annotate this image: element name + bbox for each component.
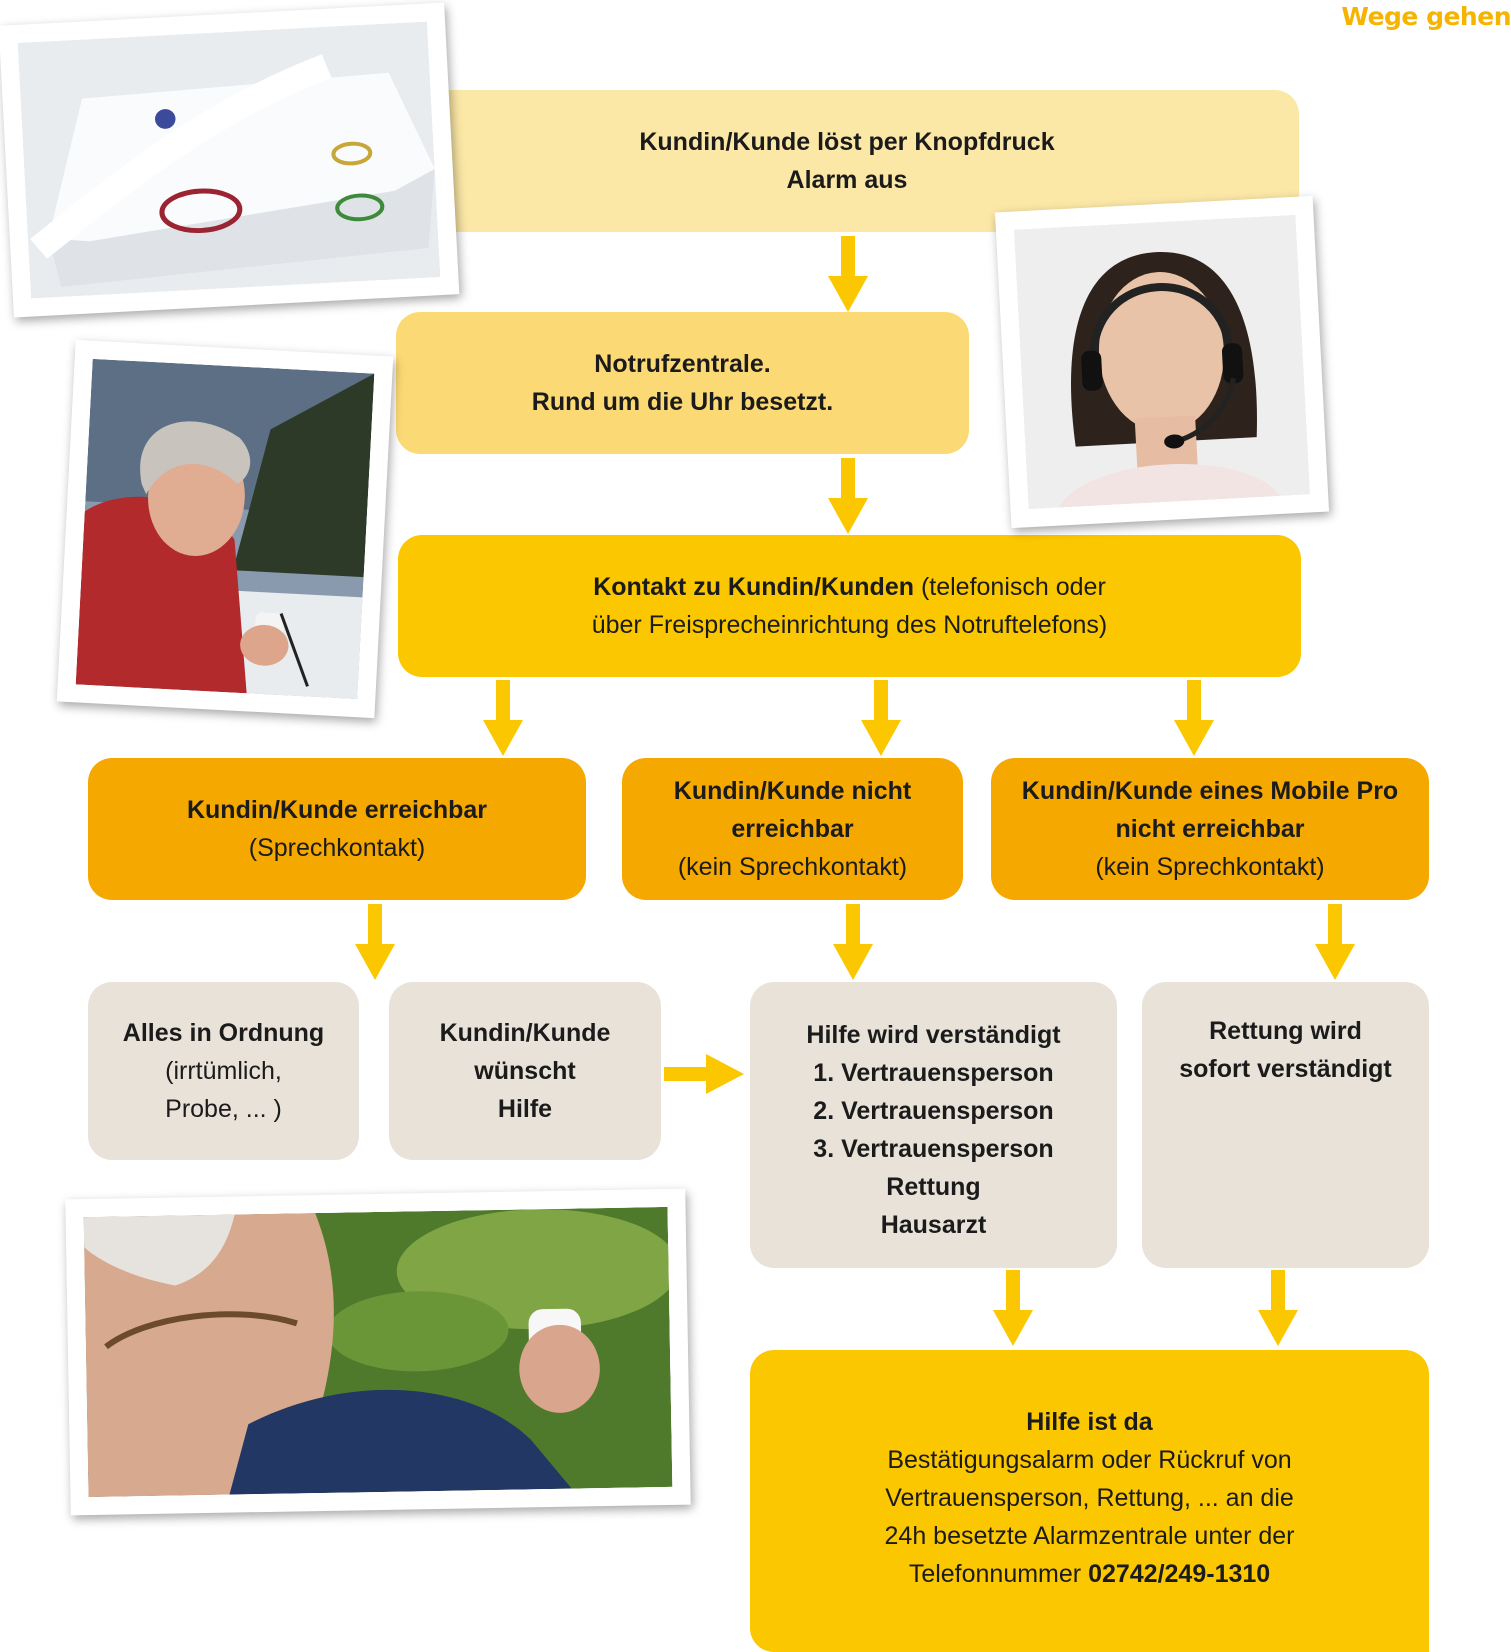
help-notified-item: 2. Vertrauensperson [813,1097,1054,1125]
arrow-down-icon [483,680,523,756]
not-reachable-title2: erreichbar [731,815,854,843]
help-here-line1: Bestätigungsalarm oder Rückruf von [887,1446,1292,1474]
arrow-down-icon [1258,1270,1298,1346]
operator-headset-photo [994,195,1330,529]
contact-rest: (telefonisch oder [914,573,1106,601]
alarm-device-photo [0,2,460,318]
mobile-pro-sub: (kein Sprechkontakt) [1095,853,1325,881]
all-ok-sub1: (irrtümlich, [165,1057,282,1085]
help-notified-item: 3. Vertrauensperson [813,1135,1054,1163]
mobile-pro-title1: Kundin/Kunde eines Mobile Pro [1021,777,1399,805]
wants-help-line2: wünscht [474,1057,576,1085]
rescue-line1: Rettung wird [1209,1017,1362,1045]
help-here-phone-prefix: Telefonnummer [908,1560,1089,1588]
reachable-title: Kundin/Kunde erreichbar [186,796,488,824]
help-notified-item: Rettung [886,1173,981,1201]
center-line2: Rund um die Uhr besetzt. [531,388,834,416]
senior-woman-pendant-photo [56,339,394,719]
not-reachable-box: Kundin/Kunde nicht erreichbar (kein Spre… [622,758,963,900]
senior-man-pendant-photo [65,1188,691,1516]
help-here-box: Hilfe ist da Bestätigungsalarm oder Rück… [750,1350,1429,1652]
mobile-pro-box: Kundin/Kunde eines Mobile Pro nicht erre… [991,758,1429,900]
wants-help-line3: Hilfe [497,1095,553,1123]
wants-help-box: Kundin/Kunde wünscht Hilfe [389,982,661,1160]
contact-line2: über Freisprecheinrichtung des Notruftel… [591,611,1108,639]
help-notified-title: Hilfe wird verständigt [806,1021,1061,1049]
not-reachable-sub: (kein Sprechkontakt) [677,853,908,881]
rescue-line2: sofort verständigt [1179,1055,1392,1083]
arrow-down-icon [1174,680,1214,756]
help-notified-box: Hilfe wird verständigt 1. Vertrauenspers… [750,982,1117,1268]
alarm-line1: Kundin/Kunde löst per Knopfdruck [639,128,1055,156]
header-corner-text: Wege gehen [1341,2,1511,31]
arrow-down-icon [1315,904,1355,980]
help-notified-item: 1. Vertrauensperson [813,1059,1054,1087]
help-here-phone: 02742/249-1310 [1088,1560,1271,1588]
alarm-box: Kundin/Kunde löst per Knopfdruck Alarm a… [395,90,1299,232]
help-here-line2: Vertrauensperson, Rettung, ... an die [885,1484,1294,1512]
arrow-down-icon [828,236,868,312]
rescue-box: Rettung wird sofort verständigt [1142,982,1429,1268]
center-box: Notrufzentrale. Rund um die Uhr besetzt. [396,312,969,454]
wants-help-line1: Kundin/Kunde [439,1019,611,1047]
not-reachable-title1: Kundin/Kunde nicht [673,777,912,805]
alarm-line2: Alarm aus [786,166,908,194]
arrow-down-icon [861,680,901,756]
arrow-down-icon [355,904,395,980]
arrow-right-icon [664,1054,744,1094]
reachable-box: Kundin/Kunde erreichbar (Sprechkontakt) [88,758,586,900]
contact-box: Kontakt zu Kundin/Kunden (telefonisch od… [398,535,1301,677]
all-ok-box: Alles in Ordnung (irrtümlich, Probe, ...… [88,982,359,1160]
help-here-line4: Telefonnummer 02742/249-1310 [909,1555,1270,1593]
help-here-title: Hilfe ist da [1026,1408,1153,1436]
arrow-down-icon [993,1270,1033,1346]
center-line1: Notrufzentrale. [594,350,771,378]
reachable-sub: (Sprechkontakt) [248,834,426,862]
help-here-line3: 24h besetzte Alarmzentrale unter der [884,1522,1295,1550]
mobile-pro-title2: nicht erreichbar [1115,815,1305,843]
contact-line1: Kontakt zu Kundin/Kunden (telefonisch od… [593,568,1106,606]
contact-bold: Kontakt zu Kundin/Kunden [593,573,914,601]
help-notified-item: Hausarzt [880,1211,987,1239]
arrow-down-icon [833,904,873,980]
all-ok-title: Alles in Ordnung [122,1019,325,1047]
arrow-down-icon [828,458,868,534]
all-ok-sub2: Probe, ... ) [165,1095,282,1123]
